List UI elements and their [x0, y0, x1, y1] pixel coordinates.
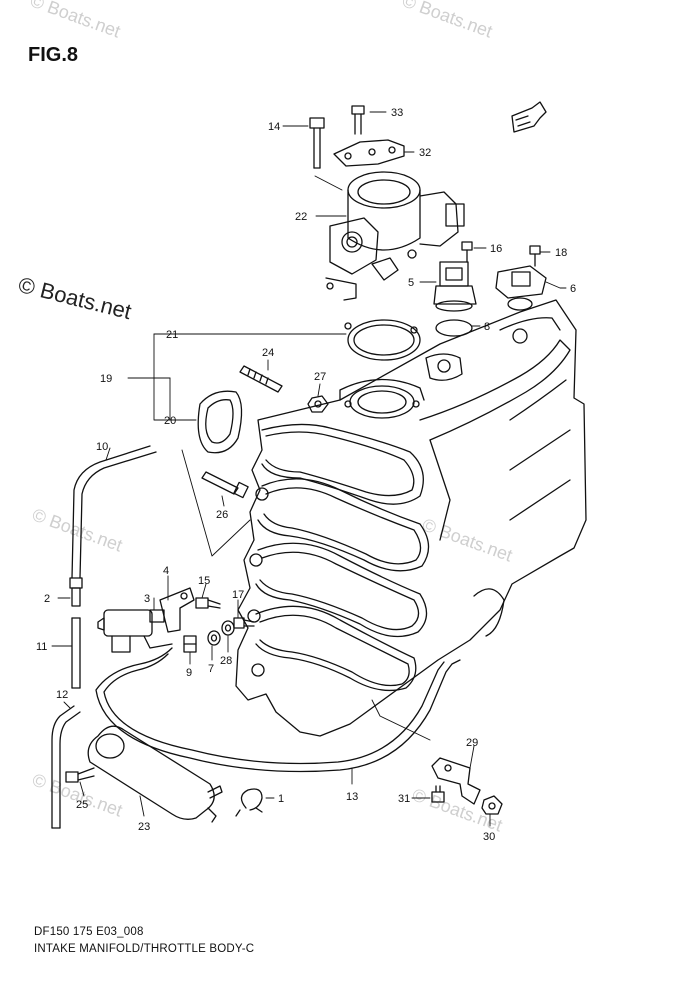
callout-19: 19	[100, 373, 112, 385]
gasket-20	[197, 390, 243, 454]
callout-labels: 14 33 32 22 16 18 5 6 8 21 24 19 27 20 1…	[36, 107, 576, 843]
sensor-6	[495, 265, 547, 311]
bracket-29	[431, 757, 481, 805]
callout-31: 31	[398, 793, 410, 805]
fwd-arrow-icon	[511, 101, 547, 133]
hose-11	[71, 617, 81, 689]
figure-title: FIG.8	[28, 44, 79, 66]
grommet-9	[183, 635, 197, 653]
hose-10	[71, 445, 157, 579]
hose-12	[51, 705, 81, 829]
callout-29: 29	[466, 737, 478, 749]
callout-17: 17	[232, 589, 244, 601]
callout-2: 2	[44, 593, 50, 605]
bolt-15	[195, 597, 221, 609]
callout-14: 14	[268, 121, 280, 133]
callout-16: 16	[490, 243, 502, 255]
canister-23	[87, 725, 223, 823]
nut-30	[481, 795, 503, 815]
callout-13: 13	[346, 791, 358, 803]
callout-3: 3	[144, 593, 150, 605]
bracket-4	[159, 587, 195, 633]
clip-1	[235, 788, 263, 817]
joint-2	[69, 577, 83, 607]
callout-7: 7	[208, 663, 214, 675]
plate-32	[333, 139, 405, 167]
valve-3	[97, 609, 173, 653]
figure-caption: INTAKE MANIFOLD/THROTTLE BODY-C	[34, 943, 255, 955]
callout-27: 27	[314, 371, 326, 383]
callout-30: 30	[483, 831, 495, 843]
callout-6: 6	[570, 283, 576, 295]
callout-9: 9	[186, 667, 192, 679]
callout-4: 4	[163, 565, 169, 577]
callout-1: 1	[278, 793, 284, 805]
bolt-18	[529, 245, 541, 267]
callout-24: 24	[262, 347, 274, 359]
callout-15: 15	[198, 575, 210, 587]
callout-23: 23	[138, 821, 150, 833]
callout-20: 20	[164, 415, 176, 427]
callout-18: 18	[555, 247, 567, 259]
bolt-25	[65, 767, 95, 783]
washer-28	[221, 620, 235, 636]
figure-code: DF150 175 E03_008	[34, 926, 144, 938]
bolt-31	[431, 785, 445, 803]
callout-33: 33	[391, 107, 403, 119]
collar-7	[207, 630, 221, 646]
stud-24	[239, 365, 283, 393]
oring-8	[435, 319, 473, 337]
bolt-33	[351, 105, 365, 135]
callout-12: 12	[56, 689, 68, 701]
callout-32: 32	[419, 147, 431, 159]
bolt-16	[461, 241, 473, 263]
callout-5: 5	[408, 277, 414, 289]
callout-10: 10	[96, 441, 108, 453]
callout-21: 21	[166, 329, 178, 341]
bolt-17	[233, 617, 255, 629]
sensor-5	[433, 261, 477, 312]
callout-8: 8	[484, 321, 490, 333]
callout-11: 11	[36, 641, 47, 653]
throttle-body-22	[325, 171, 465, 301]
callout-22: 22	[295, 211, 307, 223]
intake-manifold	[235, 299, 587, 737]
callout-26: 26	[216, 509, 228, 521]
gasket-21	[344, 319, 421, 361]
callout-25: 25	[76, 799, 88, 811]
bolt-26	[201, 471, 249, 499]
hose-13	[95, 647, 461, 773]
bolt-14	[309, 117, 325, 169]
callout-28: 28	[220, 655, 232, 667]
